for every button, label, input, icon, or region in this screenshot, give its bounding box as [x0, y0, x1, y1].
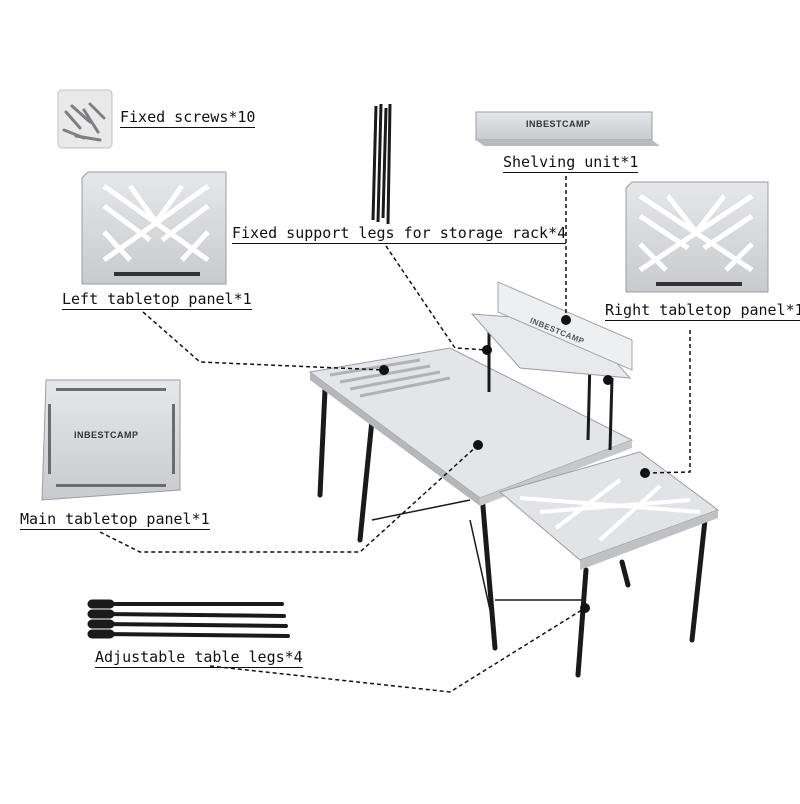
right-tabletop-panel-image — [625, 181, 769, 293]
main-tabletop-panel-image — [41, 379, 181, 501]
main-panel-logo-text: INBESTCAMP — [74, 430, 139, 440]
callout-shelving-unit: Shelving unit*1 — [503, 153, 639, 173]
left-tabletop-panel-image — [81, 171, 227, 285]
callout-dots — [379, 315, 650, 613]
callout-left-tabletop-panel: Left tabletop panel*1 — [62, 290, 252, 310]
callout-main-tabletop-panel: Main tabletop panel*1 — [20, 510, 210, 530]
screws-bag-image — [57, 89, 113, 149]
adjustable-table-legs-image — [87, 599, 290, 639]
callout-fixed-screws: Fixed screws*10 — [120, 108, 256, 128]
shelving-logo-text: INBESTCAMP — [526, 119, 591, 129]
callout-adjustable-table-legs: Adjustable table legs*4 — [95, 648, 303, 668]
rack-support-legs-image — [371, 103, 392, 225]
shelving-unit-image — [475, 111, 660, 146]
callout-right-tabletop-panel: Right tabletop panel*1 — [605, 301, 800, 321]
leader-lines — [99, 176, 691, 693]
assembled-table-image — [308, 281, 720, 678]
callout-rack-support-legs: Fixed support legs for storage rack*4 — [232, 224, 567, 244]
